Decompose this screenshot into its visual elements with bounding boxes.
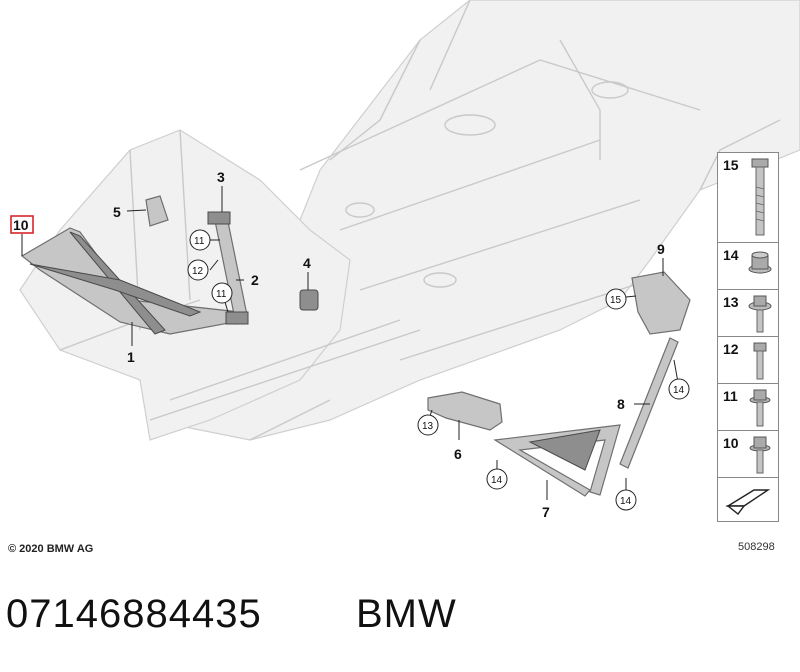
svg-text:14: 14 bbox=[491, 475, 503, 486]
hex-bolt-icon bbox=[749, 436, 771, 474]
exploded-parts-diagram: 10 1 2 3 4 5 6 7 8 9 11 12 11 13 14 14 1… bbox=[10, 0, 800, 520]
callout-9: 9 bbox=[657, 241, 665, 257]
callout-7: 7 bbox=[542, 504, 550, 520]
callout-5: 5 bbox=[113, 204, 121, 220]
svg-text:14: 14 bbox=[673, 385, 685, 396]
svg-text:11: 11 bbox=[216, 289, 227, 300]
long-bolt-icon bbox=[751, 158, 769, 236]
legend-item-15: 15 bbox=[717, 152, 779, 242]
part-number: 07146884435 bbox=[6, 592, 262, 636]
svg-text:12: 12 bbox=[192, 266, 204, 277]
arrow-icon bbox=[725, 489, 771, 515]
flange-nut-icon bbox=[748, 251, 772, 274]
copyright-text: © 2020 BMW AG bbox=[8, 543, 94, 555]
legend-number: 11 bbox=[723, 388, 738, 404]
legend-number: 12 bbox=[723, 341, 739, 357]
circled-callout-11a: 11 bbox=[189, 229, 211, 251]
svg-text:13: 13 bbox=[422, 421, 434, 432]
svg-text:14: 14 bbox=[620, 496, 632, 507]
fastener-legend: 15 14 13 12 11 bbox=[717, 152, 779, 522]
legend-item-13: 13 bbox=[717, 289, 779, 336]
legend-item-arrow bbox=[717, 477, 779, 522]
callout-4: 4 bbox=[303, 255, 311, 271]
diagram-reference-code: 508298 bbox=[738, 541, 775, 553]
circled-callout-12: 12 bbox=[187, 259, 209, 281]
circled-callout-14c: 14 bbox=[668, 378, 690, 400]
callout-8: 8 bbox=[617, 396, 625, 412]
legend-number: 14 bbox=[723, 247, 739, 263]
legend-item-12: 12 bbox=[717, 336, 779, 383]
circled-callout-11b: 11 bbox=[211, 282, 233, 304]
tie-rod-part bbox=[619, 337, 679, 469]
front-x-brace-part bbox=[20, 227, 246, 335]
callout-6: 6 bbox=[454, 446, 462, 462]
short-bolt-icon bbox=[753, 342, 767, 380]
circled-callout-15: 15 bbox=[605, 288, 627, 310]
cover-plate-part bbox=[299, 289, 319, 311]
circled-callout-13: 13 bbox=[417, 414, 439, 436]
callout-10: 10 bbox=[13, 217, 29, 233]
vehicle-body-outline bbox=[19, 0, 800, 441]
rear-triangle-brace-part bbox=[493, 424, 621, 497]
washer-bolt-icon bbox=[748, 295, 772, 333]
legend-item-14: 14 bbox=[717, 242, 779, 289]
flange-bolt-icon bbox=[749, 389, 771, 427]
highlight-box bbox=[10, 215, 34, 234]
brand-name: BMW bbox=[356, 592, 457, 636]
legend-item-10: 10 bbox=[717, 430, 779, 477]
center-bracket-part bbox=[427, 391, 503, 431]
legend-item-11: 11 bbox=[717, 383, 779, 430]
mount-bracket-part bbox=[145, 195, 169, 227]
circled-callout-14a: 14 bbox=[486, 468, 508, 490]
legend-number: 13 bbox=[723, 294, 739, 310]
circled-callout-14b: 14 bbox=[615, 489, 637, 511]
rear-mount-bracket-part bbox=[631, 271, 691, 335]
callout-2: 2 bbox=[251, 272, 259, 288]
callout-3: 3 bbox=[217, 169, 225, 185]
callout-1: 1 bbox=[127, 349, 135, 365]
legend-number: 15 bbox=[723, 157, 739, 173]
legend-number: 10 bbox=[723, 435, 739, 451]
svg-text:11: 11 bbox=[194, 236, 205, 247]
svg-text:15: 15 bbox=[610, 295, 622, 306]
